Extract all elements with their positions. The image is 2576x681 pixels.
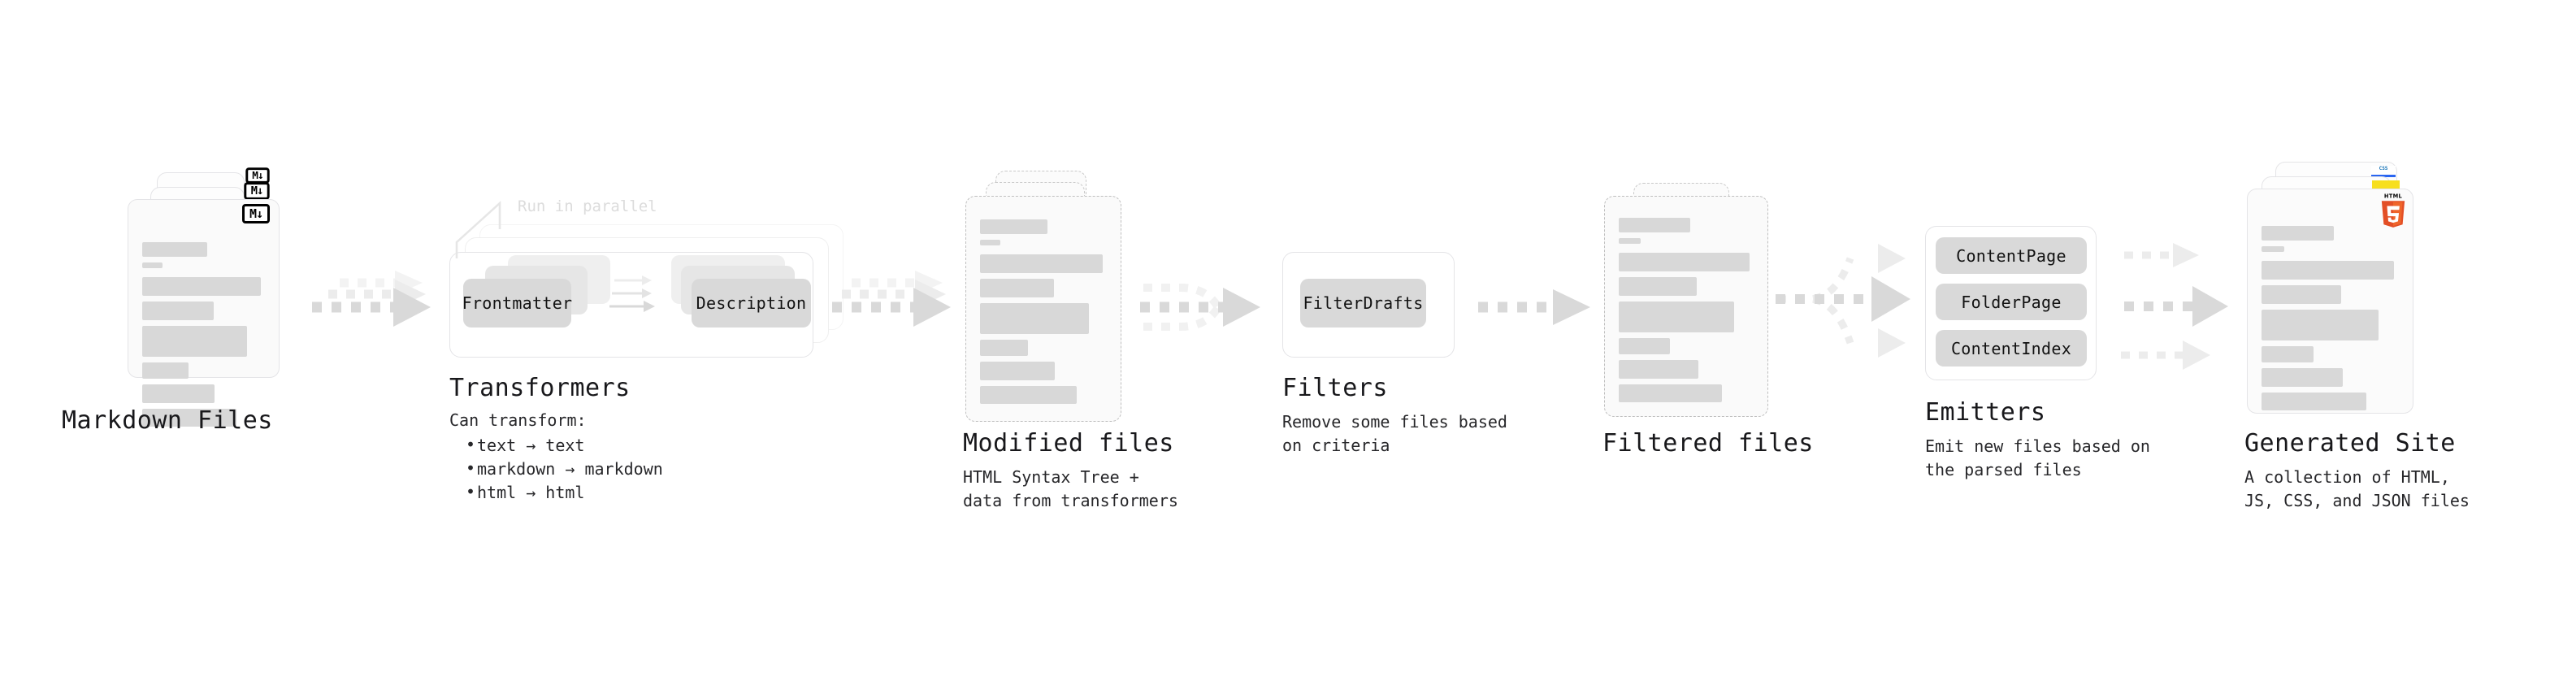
doc-line xyxy=(2262,226,2335,241)
doc-line xyxy=(1619,218,1690,232)
pill-contentpage[interactable]: ContentPage xyxy=(1936,237,2087,274)
pill-filterdrafts[interactable]: FilterDrafts xyxy=(1300,279,1426,327)
transformers-note-item: markdown → markdown xyxy=(466,457,663,481)
markdown-icon: M↓ xyxy=(242,204,270,223)
markdown-icon-back-1: M↓ xyxy=(244,182,270,200)
site-file-front xyxy=(2247,189,2413,414)
doc-line xyxy=(1619,238,1641,244)
doc-line xyxy=(980,219,1047,234)
stage-subtitle-modified-files: HTML Syntax Tree + data from transformer… xyxy=(963,467,1178,510)
arrow-transformers-to-modified xyxy=(832,271,951,327)
site-arrow-top xyxy=(2124,243,2199,267)
markdown-file-content xyxy=(142,242,267,432)
stage-subtitle-filters: Remove some files based on criteria xyxy=(1282,412,1507,455)
doc-line xyxy=(2262,368,2343,387)
transformers-note-lead: Can transform: xyxy=(449,410,587,430)
doc-line xyxy=(980,362,1056,380)
doc-line xyxy=(980,303,1089,334)
transformers-note-item: html → html xyxy=(466,480,663,505)
arrow-modified-to-filters-fanin xyxy=(1140,284,1260,331)
stage-label-filtered-files: Filtered files xyxy=(1602,429,1814,458)
doc-line xyxy=(980,254,1104,273)
doc-line xyxy=(2262,310,2379,340)
pill-folderpage[interactable]: FolderPage xyxy=(1936,284,2087,320)
doc-line xyxy=(980,279,1054,297)
arrow-ghost-mid xyxy=(842,280,946,309)
arrow-markdown-to-transformers xyxy=(312,271,431,327)
doc-line xyxy=(1619,301,1734,332)
stage-label-generated-site: Generated Site xyxy=(2244,429,2456,458)
modified-file-content xyxy=(980,219,1109,410)
doc-line xyxy=(1619,277,1698,296)
arrow-main xyxy=(832,288,951,327)
site-arrow-bottom xyxy=(2121,340,2210,370)
stage-label-modified-files: Modified files xyxy=(963,429,1174,458)
pill-description[interactable]: Description xyxy=(692,279,811,327)
site-arrow-mid xyxy=(2124,286,2228,327)
pill-frontmatter[interactable]: Frontmatter xyxy=(462,279,572,327)
run-in-parallel-label: Run in parallel xyxy=(518,197,657,215)
stage-label-transformers: Transformers xyxy=(449,374,631,402)
doc-line xyxy=(1619,384,1722,402)
doc-line xyxy=(142,242,208,257)
filtered-file-content xyxy=(1619,218,1756,408)
arrow-main xyxy=(312,288,431,327)
transformers-note-list: text → text markdown → markdown html → h… xyxy=(449,433,663,505)
arrow-ghost-top xyxy=(852,271,943,295)
doc-line xyxy=(142,409,236,427)
transformers-note: Can transform: text → text markdown → ma… xyxy=(449,409,663,505)
doc-line xyxy=(1619,360,1699,379)
stage-label-emitters: Emitters xyxy=(1925,398,2046,427)
doc-line xyxy=(2262,246,2284,252)
doc-line xyxy=(142,301,214,320)
doc-line xyxy=(2262,261,2395,280)
doc-line xyxy=(2262,346,2314,362)
doc-line xyxy=(142,277,262,296)
html5-icon: HTML xyxy=(2381,193,2405,228)
fanout-arrowhead-top xyxy=(1878,244,1906,273)
doc-line xyxy=(142,262,163,268)
doc-line xyxy=(980,240,1001,245)
doc-line xyxy=(142,326,248,357)
filtered-file-front xyxy=(1604,196,1768,417)
transformers-note-item: text → text xyxy=(466,433,663,458)
markdown-file-front xyxy=(128,199,280,427)
arrow-filtered-to-emitters-fanout xyxy=(1776,244,1910,358)
arrow-filters-to-filtered xyxy=(1478,289,1590,325)
arrow-ghost-mid xyxy=(328,280,426,309)
doc-line xyxy=(980,386,1078,404)
arrow-ghost-top xyxy=(340,271,423,295)
css-icon: CSS xyxy=(2371,166,2396,177)
doc-line xyxy=(1619,338,1670,354)
fanout-arrowhead-bottom xyxy=(1878,328,1906,358)
site-file-content xyxy=(2262,226,2401,416)
svg-text:HTML: HTML xyxy=(2384,193,2403,200)
stage-label-filters: Filters xyxy=(1282,374,1388,402)
fanout-arrowhead-mid xyxy=(1871,276,1910,322)
markdown-icon-back-2: M↓ xyxy=(245,167,270,184)
modified-file-front xyxy=(965,196,1121,422)
arrow-emitters-to-site xyxy=(2121,243,2228,370)
doc-line xyxy=(2262,393,2366,410)
stage-label-markdown-files: Markdown Files xyxy=(62,406,273,435)
doc-line xyxy=(980,340,1028,356)
doc-line xyxy=(1619,253,1750,271)
doc-line xyxy=(142,384,215,403)
stage-subtitle-emitters: Emit new files based on the parsed files xyxy=(1925,436,2150,479)
pill-contentindex[interactable]: ContentIndex xyxy=(1936,330,2087,367)
doc-line xyxy=(2262,285,2342,304)
stage-subtitle-generated-site: A collection of HTML, JS, CSS, and JSON … xyxy=(2244,467,2470,510)
doc-line xyxy=(142,362,189,379)
